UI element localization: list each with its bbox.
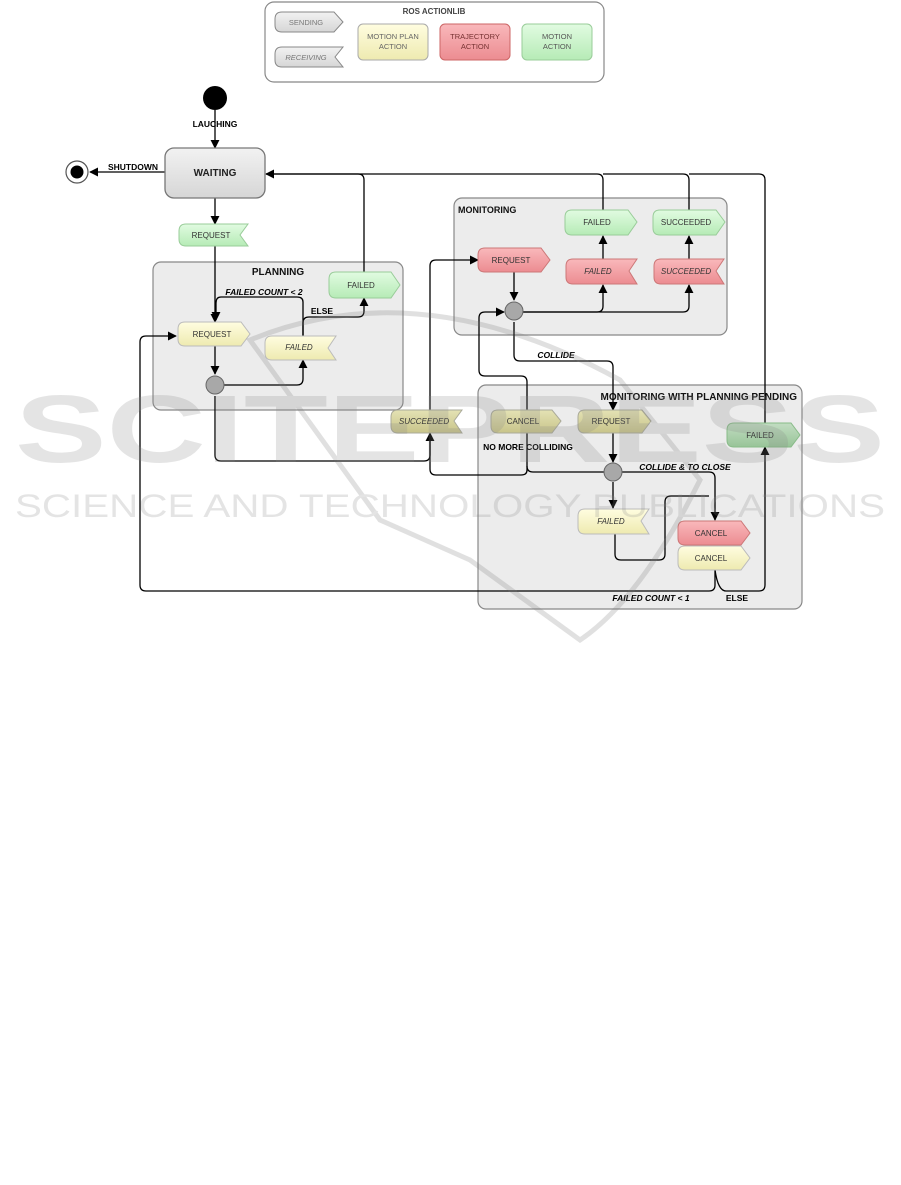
label-collide-close: COLLIDE & TO CLOSE (639, 462, 731, 472)
edge-failedout-waiting (265, 169, 365, 272)
node-cancel-pending-label: CANCEL (507, 417, 540, 426)
node-cancel-plan-label: CANCEL (695, 554, 728, 563)
node-succeeded-mon-recv (653, 258, 725, 285)
node-request-planning (177, 321, 251, 347)
node-failed-planning-label: FAILED (285, 343, 313, 352)
legend-trajectory-swatch (439, 23, 511, 61)
legend-receiving-shape (274, 46, 345, 68)
node-request-pending (577, 409, 652, 434)
legend-motion-plan-line2: ACTION (379, 42, 407, 51)
node-succeeded-mon-send (652, 209, 726, 236)
node-request-waiting-label: REQUEST (192, 231, 231, 240)
planning-title: PLANNING (252, 267, 304, 278)
edge-collide-close (621, 471, 720, 521)
node-succeeded-mon-send-label: SUCCEEDED (661, 218, 711, 227)
legend-title: ROS ACTIONLIB (403, 7, 466, 16)
legend-box (264, 1, 605, 83)
edge-monsucceeded-waiting (603, 173, 690, 210)
edge-pendingfailed-waiting (689, 173, 766, 423)
node-failed-pending-out-label: FAILED (746, 431, 774, 440)
node-failed-mon-recv-label: FAILED (584, 267, 612, 276)
node-request-pending-label: REQUEST (592, 417, 631, 426)
edge-collide (513, 322, 618, 411)
edge-failed-retry (211, 296, 304, 336)
node-failed-planning-out-label: FAILED (347, 281, 375, 290)
node-request-monitoring (477, 247, 551, 273)
legend-trajectory-line1: TRAJECTORY (450, 32, 500, 41)
node-request-planning-label: REQUEST (193, 330, 232, 339)
node-failed-mon-recv (565, 258, 638, 285)
edge-monfailed-waiting (266, 173, 604, 210)
node-failed-planning (264, 335, 337, 361)
node-failed-pending-label: FAILED (597, 517, 625, 526)
start-node (203, 86, 227, 110)
legend-sending-shape (274, 11, 344, 33)
node-failed-pending-out (726, 422, 801, 448)
legend-sending-label: SENDING (289, 18, 323, 27)
edge-mon-succeeded (523, 284, 694, 313)
edge-junction-failed (223, 359, 308, 386)
legend-trajectory-line2: ACTION (461, 42, 489, 51)
waiting-state (164, 147, 266, 199)
label-else-pending: ELSE (726, 593, 749, 603)
label-else-planning: ELSE (311, 306, 334, 316)
edge-cancel-monitoring (478, 307, 528, 410)
node-succeeded-planning (390, 409, 463, 434)
label-failed-count-2: FAILED COUNT < 2 (225, 287, 302, 297)
legend-motion-line1: MOTION (542, 32, 572, 41)
edge-succeeded-monitoring (429, 255, 479, 410)
node-cancel-traj-label: CANCEL (695, 529, 728, 538)
legend-receiving-label: RECEIVING (285, 53, 326, 62)
node-cancel-pending (490, 409, 562, 434)
node-cancel-plan (677, 545, 751, 571)
node-failed-mon-send (564, 209, 638, 236)
legend-motion-plan-swatch (357, 23, 429, 61)
end-node-inner (70, 165, 84, 179)
node-request-monitoring-label: REQUEST (492, 256, 531, 265)
node-failed-mon-send-label: FAILED (583, 218, 611, 227)
legend: ROS ACTIONLIB SENDING RECEIVING MOTION P… (264, 1, 605, 83)
edge-else-pending (714, 446, 770, 592)
waiting-label: WAITING (194, 168, 237, 179)
planning-junction (205, 375, 225, 395)
edge-cancel-succeeded (425, 432, 528, 476)
node-succeeded-planning-label: SUCCEEDED (399, 417, 449, 426)
node-failed-planning-out (328, 271, 401, 299)
edge-failed-cancel (614, 495, 709, 561)
edges (89, 110, 770, 592)
label-failed-count-1: FAILED COUNT < 1 (612, 593, 689, 603)
node-succeeded-mon-recv-label: SUCCEEDED (661, 267, 711, 276)
legend-motion-swatch (521, 23, 593, 61)
monitoring-junction (504, 301, 524, 321)
label-collide: COLLIDE (537, 350, 575, 360)
monitoring-pending-title: MONITORING WITH PLANNING PENDING (601, 392, 798, 403)
shutdown-label: SHUTDOWN (108, 162, 158, 172)
node-request-waiting (178, 223, 249, 247)
edge-failed-else (302, 297, 369, 336)
label-no-more-colliding: NO MORE COLLIDING (483, 442, 573, 452)
node-failed-pending (577, 508, 650, 535)
legend-motion-line2: ACTION (543, 42, 571, 51)
launching-label: LAUCHING (193, 119, 238, 129)
pending-junction (603, 462, 623, 482)
node-cancel-traj (677, 520, 751, 546)
monitoring-title: MONITORING (458, 205, 516, 215)
edge-failed-count-1 (139, 331, 716, 592)
legend-motion-plan-line1: MOTION PLAN (367, 32, 419, 41)
